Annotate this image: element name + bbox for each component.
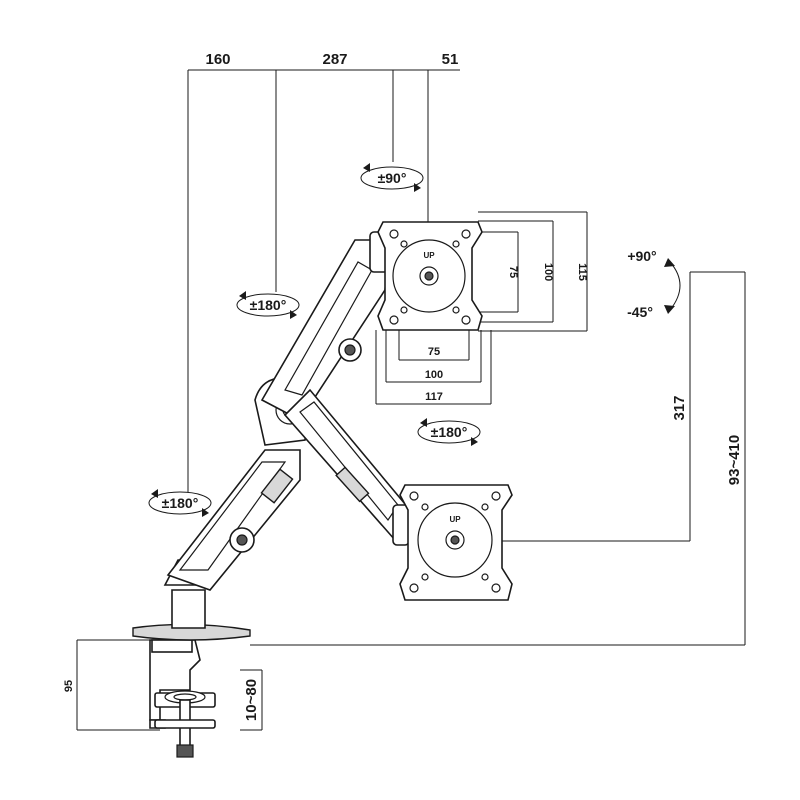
rotation-arrow-arm: [236, 291, 300, 319]
height-dimension-lines: [250, 271, 746, 646]
top-dimension-lines: [187, 69, 460, 492]
rot-base-label: ±180°: [162, 495, 199, 511]
clamp-range: 10~80: [243, 679, 260, 721]
height-317: 317: [671, 395, 688, 420]
tilt-down-label: -45°: [627, 304, 653, 320]
lower-extension-arm: [283, 388, 411, 546]
vesa-w-75: 75: [428, 346, 440, 358]
tilt-up-label: +90°: [627, 248, 656, 264]
desk-clamp: [149, 639, 216, 758]
vesa-w-100: 100: [425, 369, 443, 381]
clamp-95: 95: [63, 680, 75, 692]
tilt-arrow: [664, 258, 681, 314]
upper-arm: [260, 231, 391, 422]
vesa-w-117: 117: [425, 391, 443, 403]
dim-287: 287: [322, 51, 347, 68]
vesa-h-75: 75: [507, 266, 519, 278]
rotation-arrow-top: [360, 163, 424, 192]
vesa-h-100: 100: [542, 263, 554, 281]
lower-plate-up-label: UP: [449, 515, 461, 524]
rot-top-label: ±90°: [378, 170, 407, 186]
upper-plate-up-label: UP: [423, 251, 435, 260]
vesa-dimension-lines: [375, 211, 588, 405]
lower-arm: [166, 449, 301, 591]
rotation-arrow-base: [148, 489, 212, 517]
clamp-dimension-lines: [76, 639, 263, 731]
rotation-arrow-lower: [417, 418, 481, 446]
vesa-h-115: 115: [576, 263, 588, 281]
dim-160: 160: [205, 51, 230, 68]
rot-arm-label: ±180°: [250, 297, 287, 313]
rot-lower-label: ±180°: [431, 424, 468, 440]
lower-vesa-plate: [399, 484, 513, 601]
dim-51: 51: [442, 51, 459, 68]
height-range: 93~410: [726, 435, 743, 485]
upper-vesa-plate: [377, 221, 483, 331]
